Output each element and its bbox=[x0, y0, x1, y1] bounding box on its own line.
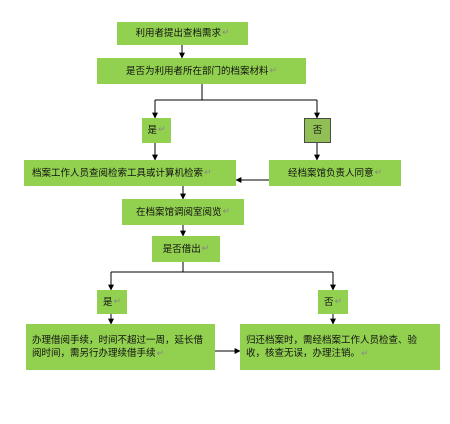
paragraph-mark: ↵ bbox=[156, 348, 165, 359]
paragraph-mark: ↵ bbox=[269, 65, 278, 76]
paragraph-mark: ↵ bbox=[374, 167, 383, 178]
paragraph-mark: ↵ bbox=[157, 125, 166, 135]
branch-yes-label: 是 bbox=[147, 125, 157, 136]
step-request-label: 利用者提出查档需求 bbox=[135, 28, 221, 39]
branch-no: 否 bbox=[304, 118, 331, 143]
decision-own-department-label: 是否为利用者所在部门的档案材料 bbox=[125, 65, 269, 77]
step-request: 利用者提出查档需求↵ bbox=[117, 22, 248, 45]
paragraph-mark: ↵ bbox=[204, 167, 212, 178]
step-borrow-procedure-text: 办理借阅手续，时间不超过一周，延长借阅时间，需另行办理续借手续 bbox=[32, 334, 204, 359]
branch-yes-2-label: 是 bbox=[102, 296, 113, 308]
paragraph-mark: ↵ bbox=[361, 348, 369, 359]
step-staff-search-label: 档案工作人员查阅检索工具或计算机检索 bbox=[32, 167, 204, 179]
decision-borrow-label: 是否借出 bbox=[162, 243, 201, 255]
branch-no-2-label: 否 bbox=[323, 296, 334, 308]
step-director-approval-label: 经档案馆负责人同意 bbox=[287, 167, 374, 179]
paragraph-mark: ↵ bbox=[334, 296, 343, 307]
branch-yes-2: 是↵ bbox=[97, 290, 127, 314]
step-return: 归还档案时，需经档案工作人员检查、验收，核查无误，办理注销。↵ bbox=[240, 324, 440, 370]
step-reading-room: 在档案馆调阅室阅览↵ bbox=[122, 199, 244, 225]
paragraph-mark: ↵ bbox=[201, 243, 210, 254]
paragraph-mark: ↵ bbox=[221, 28, 230, 38]
decision-borrow: 是否借出↵ bbox=[152, 236, 220, 262]
step-borrow-procedure: 办理借阅手续，时间不超过一周，延长借阅时间，需另行办理续借手续↵ bbox=[26, 324, 215, 370]
paragraph-mark: ↵ bbox=[222, 206, 231, 217]
branch-yes: 是↵ bbox=[142, 118, 171, 143]
step-return-text: 归还档案时，需经档案工作人员检查、验收，核查无误，办理注销。 bbox=[246, 334, 418, 359]
step-return-label: 归还档案时，需经档案工作人员检查、验收，核查无误，办理注销。↵ bbox=[246, 334, 434, 361]
step-director-approval: 经档案馆负责人同意↵ bbox=[269, 160, 401, 186]
step-borrow-procedure-label: 办理借阅手续，时间不超过一周，延长借阅时间，需另行办理续借手续↵ bbox=[32, 334, 209, 361]
branch-no-label: 否 bbox=[312, 125, 323, 136]
step-staff-search: 档案工作人员查阅检索工具或计算机检索↵ bbox=[24, 160, 236, 186]
decision-own-department: 是否为利用者所在部门的档案材料↵ bbox=[97, 58, 306, 84]
branch-no-2: 否↵ bbox=[318, 290, 348, 314]
paragraph-mark: ↵ bbox=[113, 296, 122, 307]
step-reading-room-label: 在档案馆调阅室阅览 bbox=[135, 206, 222, 218]
